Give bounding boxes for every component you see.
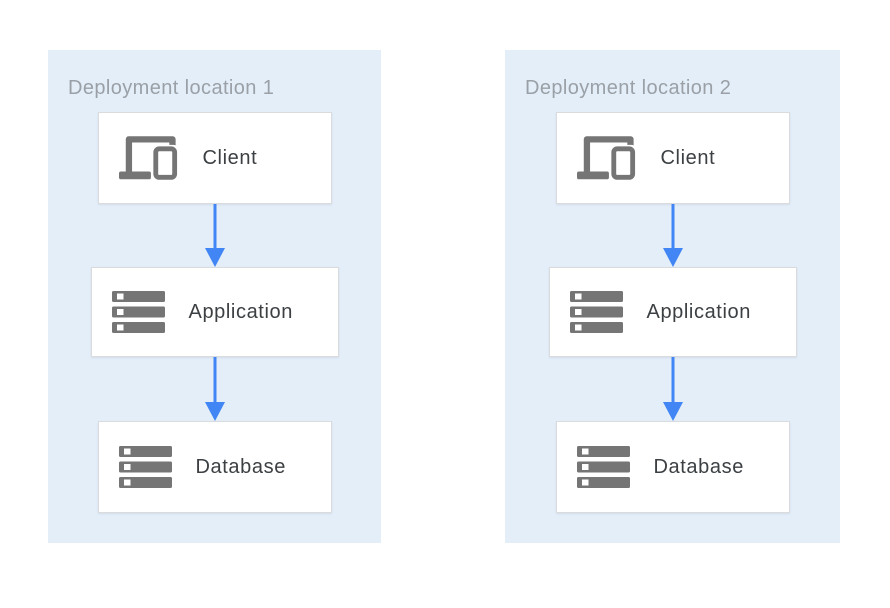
- storage-icon: [111, 291, 165, 333]
- flow-arrow-icon: [202, 204, 228, 267]
- node-label: Client: [202, 146, 258, 169]
- storage-icon: [118, 446, 172, 488]
- node-label: Database: [195, 455, 286, 478]
- node-client: Client: [97, 112, 332, 204]
- panel-title: Deployment location 2: [525, 77, 732, 99]
- devices-icon: [118, 136, 179, 180]
- node-label: Database: [653, 455, 744, 478]
- node-label: Client: [660, 146, 716, 169]
- storage-icon: [569, 291, 623, 333]
- flow-arrow-icon: [202, 357, 228, 421]
- deployment-location-2-panel: Deployment location 2 Client: [505, 50, 840, 543]
- flow-arrow-icon: [660, 204, 686, 267]
- node-database: Database: [97, 421, 332, 513]
- deployment-location-1-panel: Deployment location 1 Client: [48, 50, 381, 543]
- node-application: Application: [548, 267, 797, 357]
- devices-icon: [576, 136, 637, 180]
- node-label: Application: [646, 300, 751, 323]
- node-label: Application: [188, 300, 293, 323]
- flow-arrow-icon: [660, 357, 686, 421]
- node-client: Client: [555, 112, 790, 204]
- storage-icon: [576, 446, 630, 488]
- panel-title: Deployment location 1: [68, 77, 275, 99]
- node-application: Application: [90, 267, 339, 357]
- node-database: Database: [555, 421, 790, 513]
